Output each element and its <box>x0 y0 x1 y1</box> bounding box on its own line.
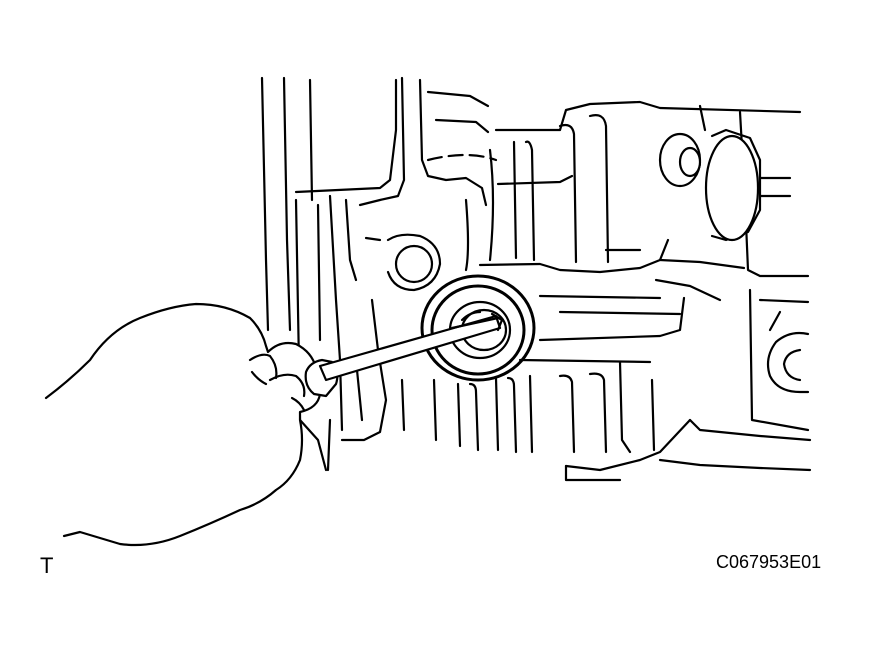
cylindrical-plug <box>658 128 792 242</box>
housing-right-outline <box>478 100 812 472</box>
figure-code-label: C067953E01 <box>716 552 822 572</box>
small-boss <box>364 233 442 292</box>
figure-marker-text: T <box>40 553 54 578</box>
screwdriver-icon <box>304 312 504 398</box>
housing-lower-contour <box>340 298 692 482</box>
housing-left-edge <box>260 76 332 472</box>
upper-ribs <box>464 114 642 272</box>
hand-icon <box>44 302 322 547</box>
upper-casting-boss <box>294 76 490 432</box>
dashed-reference-lines <box>426 153 498 162</box>
right-boss <box>766 310 810 394</box>
lower-ribs <box>432 294 686 454</box>
